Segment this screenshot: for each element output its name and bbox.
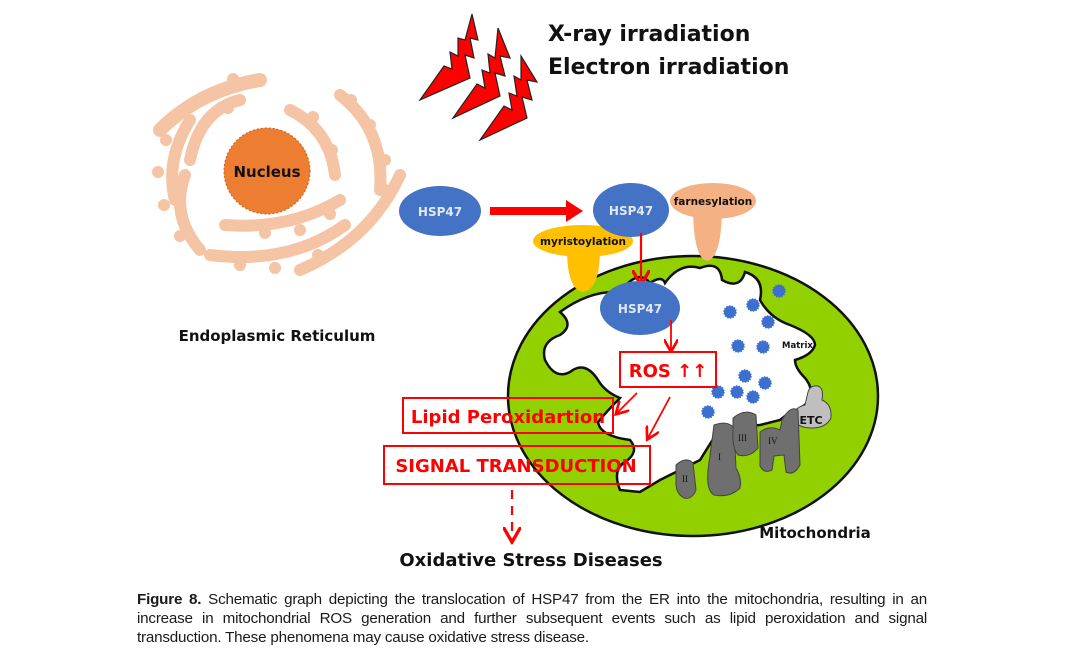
farnesylation-anchor <box>693 205 722 261</box>
ros-particle <box>730 385 744 399</box>
complex-iv <box>759 408 801 474</box>
electron-irradiation-label: Electron irradiation <box>548 55 789 80</box>
complex-i-label: I <box>718 452 721 462</box>
hsp47-er-node <box>399 186 481 236</box>
ros-particle <box>772 284 786 298</box>
farnesylation-label: farnesylation <box>674 196 753 208</box>
xray-irradiation-label: X-ray irradiation <box>548 22 750 47</box>
hsp47-translocation-diagram: X-ray irradiation Electron irradiation N… <box>152 13 880 571</box>
signal-transduction-label: SIGNAL TRANSDUCTION <box>395 456 636 477</box>
lightning-bolt-icon <box>418 13 479 102</box>
hsp47-er-label: HSP47 <box>418 205 462 219</box>
complex-iv-label: IV <box>768 436 778 446</box>
myristoylation-node <box>533 225 633 257</box>
ros-particle <box>731 339 745 353</box>
etc-label: ETC <box>799 414 822 427</box>
figure-caption: Figure 8. Schematic graph depicting the … <box>137 590 927 647</box>
lightning-bolt-icon <box>451 27 511 120</box>
matrix-label: Matrix <box>782 341 813 351</box>
ros-particle <box>756 340 770 354</box>
ros-box <box>619 351 717 388</box>
ros-particle <box>761 315 775 329</box>
complex-iii <box>732 411 759 457</box>
lightning-bolt-icon <box>478 53 539 142</box>
complex-ii-label: II <box>682 474 688 484</box>
endoplasmic-reticulum <box>152 73 406 276</box>
myristoylation-anchor <box>567 248 600 292</box>
nucleus <box>223 127 311 215</box>
lightning-bolt-icons <box>418 13 539 142</box>
ros-particles <box>701 284 786 419</box>
oxidative-stress-diseases-label: Oxidative Stress Diseases <box>399 550 662 571</box>
hsp47-inner-node <box>600 281 680 335</box>
myristoylation-label: myristoylation <box>540 236 626 248</box>
translocation-arrow <box>490 200 583 222</box>
farnesylation-node <box>670 183 756 219</box>
ros-label: ROS ↑↑ <box>629 361 708 382</box>
complex-ii <box>675 459 697 499</box>
ros-to-lipid-arrow <box>617 392 638 413</box>
ros-particle <box>723 305 737 319</box>
electron-transport-chain: ETC I II III IV <box>675 385 832 499</box>
lipid-peroxidation-label: Lipid Peroxidartion <box>411 407 605 428</box>
ros-particle <box>746 298 760 312</box>
endoplasmic-reticulum-label: Endoplasmic Reticulum <box>179 327 376 345</box>
figure-number: Figure 8. <box>137 591 202 608</box>
nucleus-label: Nucleus <box>233 163 300 181</box>
ros-particle <box>701 405 715 419</box>
ros-particle <box>711 385 725 399</box>
ros-to-signal-arrow <box>648 396 671 438</box>
ros-particle <box>738 369 752 383</box>
hsp47-outer-label: HSP47 <box>609 204 653 218</box>
hsp47-inner-label: HSP47 <box>618 302 662 316</box>
ros-particle <box>758 376 772 390</box>
complex-iii-label: III <box>738 433 747 443</box>
complex-i <box>707 422 741 497</box>
signal-transduction-box <box>383 445 651 485</box>
caption-text: Schematic graph depicting the translocat… <box>137 591 927 646</box>
mitochondria-label: Mitochondria <box>759 524 871 542</box>
hsp47-outer-node <box>593 183 669 237</box>
lipid-peroxidation-box <box>402 397 614 434</box>
ros-particle <box>746 390 760 404</box>
